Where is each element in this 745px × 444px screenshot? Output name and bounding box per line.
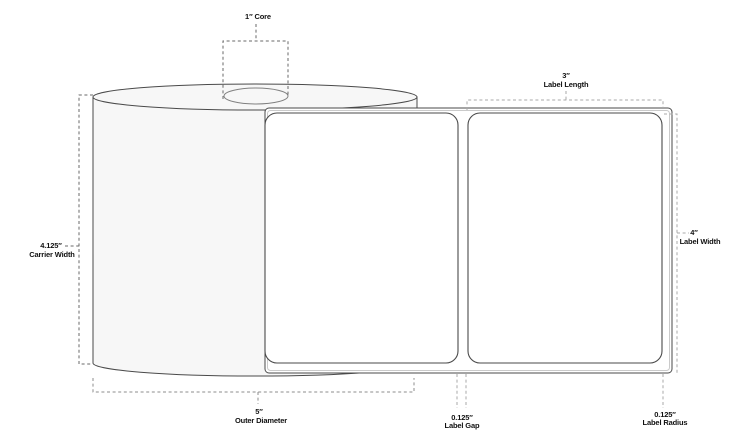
label-length-label: Label Length	[544, 80, 589, 89]
outer-diameter-dimension-lines	[92, 378, 415, 404]
label-radius-label: Label Radius	[643, 418, 688, 427]
label-gap-label: Label Gap	[445, 421, 480, 430]
label-radius-value: 0.125″	[654, 410, 676, 419]
carrier-width-value: 4.125″	[40, 241, 62, 250]
label-length-dimension-lines	[466, 91, 664, 110]
label-gap-dimension-lines	[456, 374, 467, 408]
core-dimension-label: 1″ Core	[245, 12, 271, 21]
outer-diameter-label: Outer Diameter	[235, 416, 287, 425]
outer-diameter-value: 5″	[255, 407, 263, 416]
core-dimension-lines	[222, 24, 289, 99]
carrier-width-label: Carrier Width	[29, 250, 75, 259]
carrier-width-dimension-lines	[65, 94, 93, 365]
label-width-label: Label Width	[680, 237, 721, 246]
label-2	[467, 112, 663, 364]
label-1	[264, 112, 459, 364]
label-length-value: 3″	[562, 71, 570, 80]
label-width-value: 4″	[690, 228, 698, 237]
label-gap-value: 0.125″	[451, 413, 473, 422]
label-width-dimension-lines	[664, 113, 689, 373]
core-hole-ellipse	[223, 87, 289, 105]
